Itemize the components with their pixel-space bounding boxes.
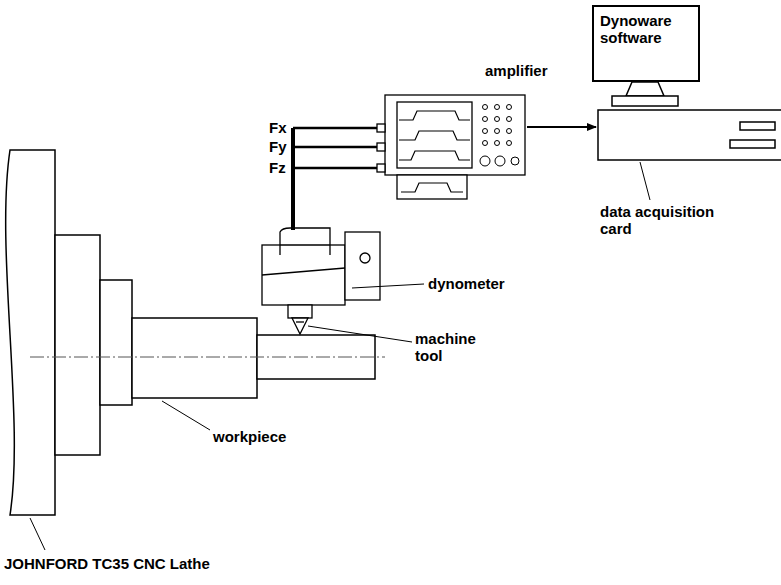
center-line [30,357,385,358]
signal-name: Fz [269,159,291,176]
part-label: workpiece [213,428,313,445]
signal-name: Fx [269,119,291,136]
monitor-stand [612,82,678,106]
amplifier-unit: amplifier [385,62,525,202]
leader-lines [30,284,424,550]
dynamometer-body [262,228,380,334]
computer-case: data acquisition card [598,108,781,243]
amplifier-unit-drawing [385,62,525,202]
signal-name: Fy [269,138,291,155]
part-label: machine tool [415,330,477,364]
signal-arrow [527,126,596,128]
node-text: data acquisition card [600,203,740,237]
machine-label: JOHNFORD TC35 CNC Lathe [4,555,264,572]
node-text: Dynoware software [600,12,696,46]
lathe-chuck [6,150,132,515]
node-text: amplifier [485,62,575,79]
workpiece-shape [132,318,375,398]
signal-wires [293,128,378,230]
part-label: dynometer [428,275,528,292]
monitor-screen: Dynoware software [592,5,700,82]
